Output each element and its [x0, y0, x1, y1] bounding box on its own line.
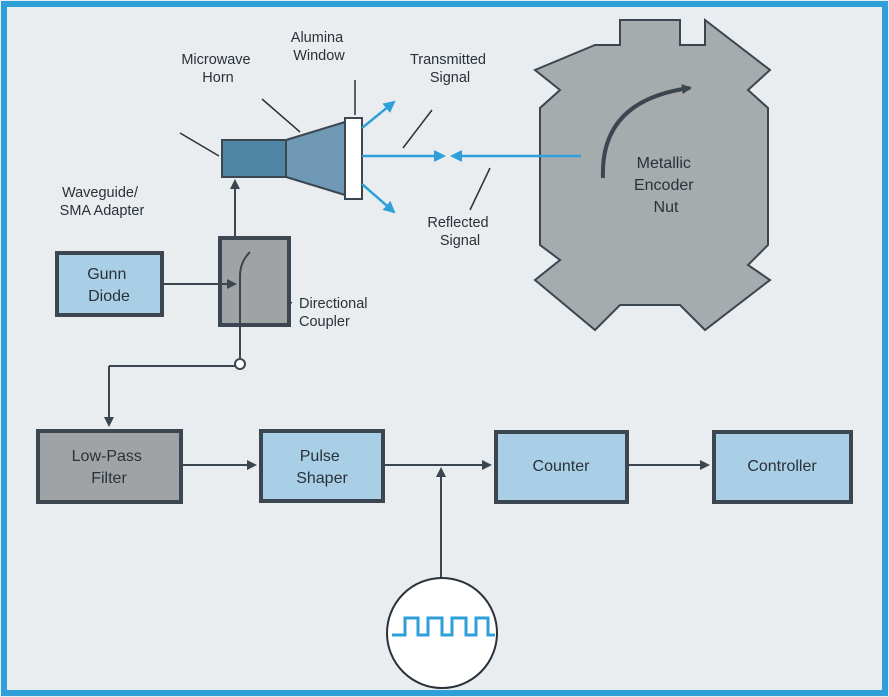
nut-label-line3: Nut — [654, 199, 679, 216]
svg-text:Pulse Shaper: Pulse Shaper — [296, 448, 348, 487]
counter-block — [494, 430, 629, 504]
rotation-arrow-icon — [600, 84, 692, 179]
window-label-line1: Alumina — [291, 30, 344, 46]
lowpass-label-line1: Low-Pass — [72, 448, 142, 465]
svg-text:Low-Pass Filter: Low-Pass Filter — [72, 448, 147, 487]
gunn-diode-block — [55, 251, 164, 317]
transmitted-label-line1: Transmitted — [410, 52, 486, 68]
svg-text:Alumina Window: Alumina Window — [291, 30, 347, 64]
nut-label-line2: Encoder — [634, 177, 694, 194]
window-label-line2: Window — [293, 48, 345, 64]
pulse-label-line1: Pulse — [300, 448, 340, 465]
gunn-label-line2: Diode — [88, 288, 130, 305]
scatter-arrow-up — [361, 100, 396, 129]
nut-label-line1: Metallic — [637, 155, 691, 172]
waveguide-label-line2: SMA Adapter — [60, 203, 145, 219]
pulse-shaper-block — [259, 429, 385, 503]
directional-coupler-block — [218, 236, 291, 327]
pulse-label-line2: Shaper — [296, 470, 348, 487]
horn-label-line2: Horn — [202, 70, 233, 86]
svg-text:Directional Coupler: Directional Coupler — [299, 296, 372, 330]
encoder-nut — [533, 17, 772, 332]
connection-lines — [104, 179, 710, 580]
svg-text:Waveguide/ SMA Adapter: Waveguide/ SMA Adapter — [60, 185, 145, 219]
controller-label: Controller — [747, 458, 817, 475]
coupler-inner-path — [239, 251, 251, 324]
horn-label-line1: Microwave — [181, 52, 250, 68]
coupler-label-line1: Directional — [299, 296, 368, 312]
low-pass-filter-block — [36, 429, 183, 504]
gunn-label-line1: Gunn — [87, 266, 126, 283]
waveguide-adapter — [221, 139, 287, 178]
waveguide-label-line1: Waveguide/ — [62, 185, 139, 201]
scatter-arrow-down — [361, 183, 396, 214]
coupler-port-node — [234, 358, 246, 370]
reflected-label-line2: Signal — [440, 233, 480, 249]
controller-block — [712, 430, 853, 504]
svg-text:Metallic Encoder Nut: Metallic Encoder Nut — [634, 155, 698, 216]
alumina-window — [344, 117, 363, 200]
square-wave-icon — [392, 616, 495, 637]
svg-text:Reflected Signal: Reflected Signal — [427, 215, 492, 249]
counter-label: Counter — [533, 458, 591, 475]
reflected-label-line1: Reflected — [427, 215, 488, 231]
coupler-label-line2: Coupler — [299, 314, 350, 330]
transmitted-label-line2: Signal — [430, 70, 470, 86]
svg-text:Gunn Diode: Gunn Diode — [87, 266, 131, 305]
lowpass-label-line2: Filter — [91, 470, 127, 487]
svg-text:Transmitted Signal: Transmitted Signal — [410, 52, 490, 86]
svg-text:Microwave Horn: Microwave Horn — [181, 52, 254, 86]
